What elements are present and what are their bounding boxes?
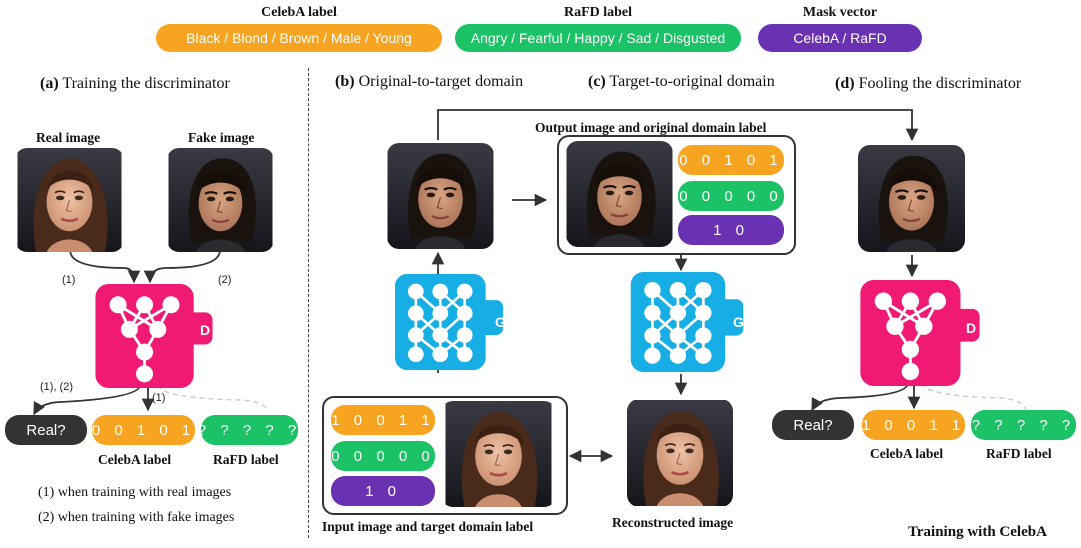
- generator-b: G: [387, 274, 511, 370]
- fake-face-image-d: [858, 145, 965, 252]
- rafd-caption-d: RaFD label: [986, 446, 1052, 461]
- real-pill-d: Real?: [772, 410, 854, 440]
- rafd-legend-pill: Angry / Fearful / Happy / Sad / Disguste…: [455, 24, 741, 52]
- celeba-caption-d: CelebA label: [870, 446, 944, 461]
- section-d-title: Fooling the discriminator: [858, 75, 1022, 92]
- output-caption: Output image and original domain label: [535, 120, 767, 135]
- section-a-tag: (a): [40, 75, 59, 92]
- reconstructed-caption: Reconstructed image: [612, 515, 734, 530]
- input-celeba-pill: 1 0 0 1 1: [331, 405, 435, 435]
- celeba-pill-a: 0 0 1 0 1: [92, 415, 195, 445]
- real-image-caption: Real image: [36, 130, 101, 145]
- arrow-label-1: (1): [62, 274, 76, 286]
- rafd-legend-title: RaFD label: [563, 5, 633, 20]
- fake-face-image: [167, 148, 274, 252]
- fake-image-caption: Fake image: [188, 130, 255, 145]
- output-face-image: [566, 141, 673, 247]
- reconstructed-face-image: [627, 399, 733, 507]
- celeba-legend-title: CelebA label: [261, 5, 337, 20]
- gen-letter-c: G: [733, 314, 744, 330]
- note-real: (1) when training with real images: [38, 485, 232, 500]
- section-b-tag: (b): [335, 73, 355, 90]
- real-pill-a: Real?: [5, 415, 87, 445]
- input-face-image: [441, 401, 556, 507]
- input-mask-pill: 1 0: [331, 476, 435, 506]
- celeba-legend-pill: Black / Blond / Brown / Male / Young: [156, 24, 442, 52]
- real-face-image: [15, 148, 124, 252]
- output-celeba-pill: 0 0 1 0 1: [678, 145, 784, 175]
- generated-face-image: [387, 143, 494, 249]
- disc-letter-a: D: [200, 322, 211, 338]
- section-c-tag: (c): [588, 73, 606, 90]
- gen-letter-b: G: [495, 314, 506, 330]
- footer-label: Training with CelebA: [908, 524, 1047, 540]
- section-a-title: Training the discriminator: [62, 75, 230, 92]
- rafd-caption-a: RaFD label: [213, 452, 279, 467]
- section-b-title: Original-to-target domain: [358, 73, 524, 90]
- celeba-pill-d: 1 0 0 1 1: [862, 410, 965, 440]
- mask-legend-title: Mask vector: [802, 5, 878, 20]
- output-mask-pill: 1 0: [678, 215, 784, 245]
- section-c-title: Target-to-original domain: [609, 73, 775, 90]
- input-rafd-pill: 0 0 0 0 0: [331, 441, 435, 471]
- discriminator-a: D: [92, 284, 216, 388]
- rafd-pill-d: ? ? ? ? ?: [971, 410, 1076, 440]
- section-d-tag: (d): [835, 75, 855, 92]
- celeba-caption-a: CelebA label: [98, 452, 172, 467]
- note-fake: (2) when training with fake images: [38, 510, 235, 525]
- separator-left: [308, 68, 309, 538]
- section-c-heading: (c) Target-to-original domain: [588, 73, 775, 91]
- section-a-heading: (a) Training the discriminator: [40, 75, 230, 93]
- section-b-heading: (b) Original-to-target domain: [335, 73, 523, 91]
- arrow-label-12: (1), (2): [40, 381, 73, 393]
- disc-letter-d: D: [966, 320, 977, 336]
- discriminator-d: D: [858, 280, 982, 386]
- section-d-heading: (d) Fooling the discriminator: [835, 75, 1021, 93]
- arrow-label-1b: (1): [152, 392, 166, 404]
- output-rafd-pill: 0 0 0 0 0: [678, 181, 784, 211]
- generator-c: G: [625, 272, 749, 372]
- arrow-label-2: (2): [218, 274, 232, 286]
- rafd-pill-a: ? ? ? ? ?: [198, 415, 298, 445]
- mask-legend-pill: CelebA / RaFD: [758, 24, 922, 52]
- input-caption: Input image and target domain label: [322, 519, 534, 534]
